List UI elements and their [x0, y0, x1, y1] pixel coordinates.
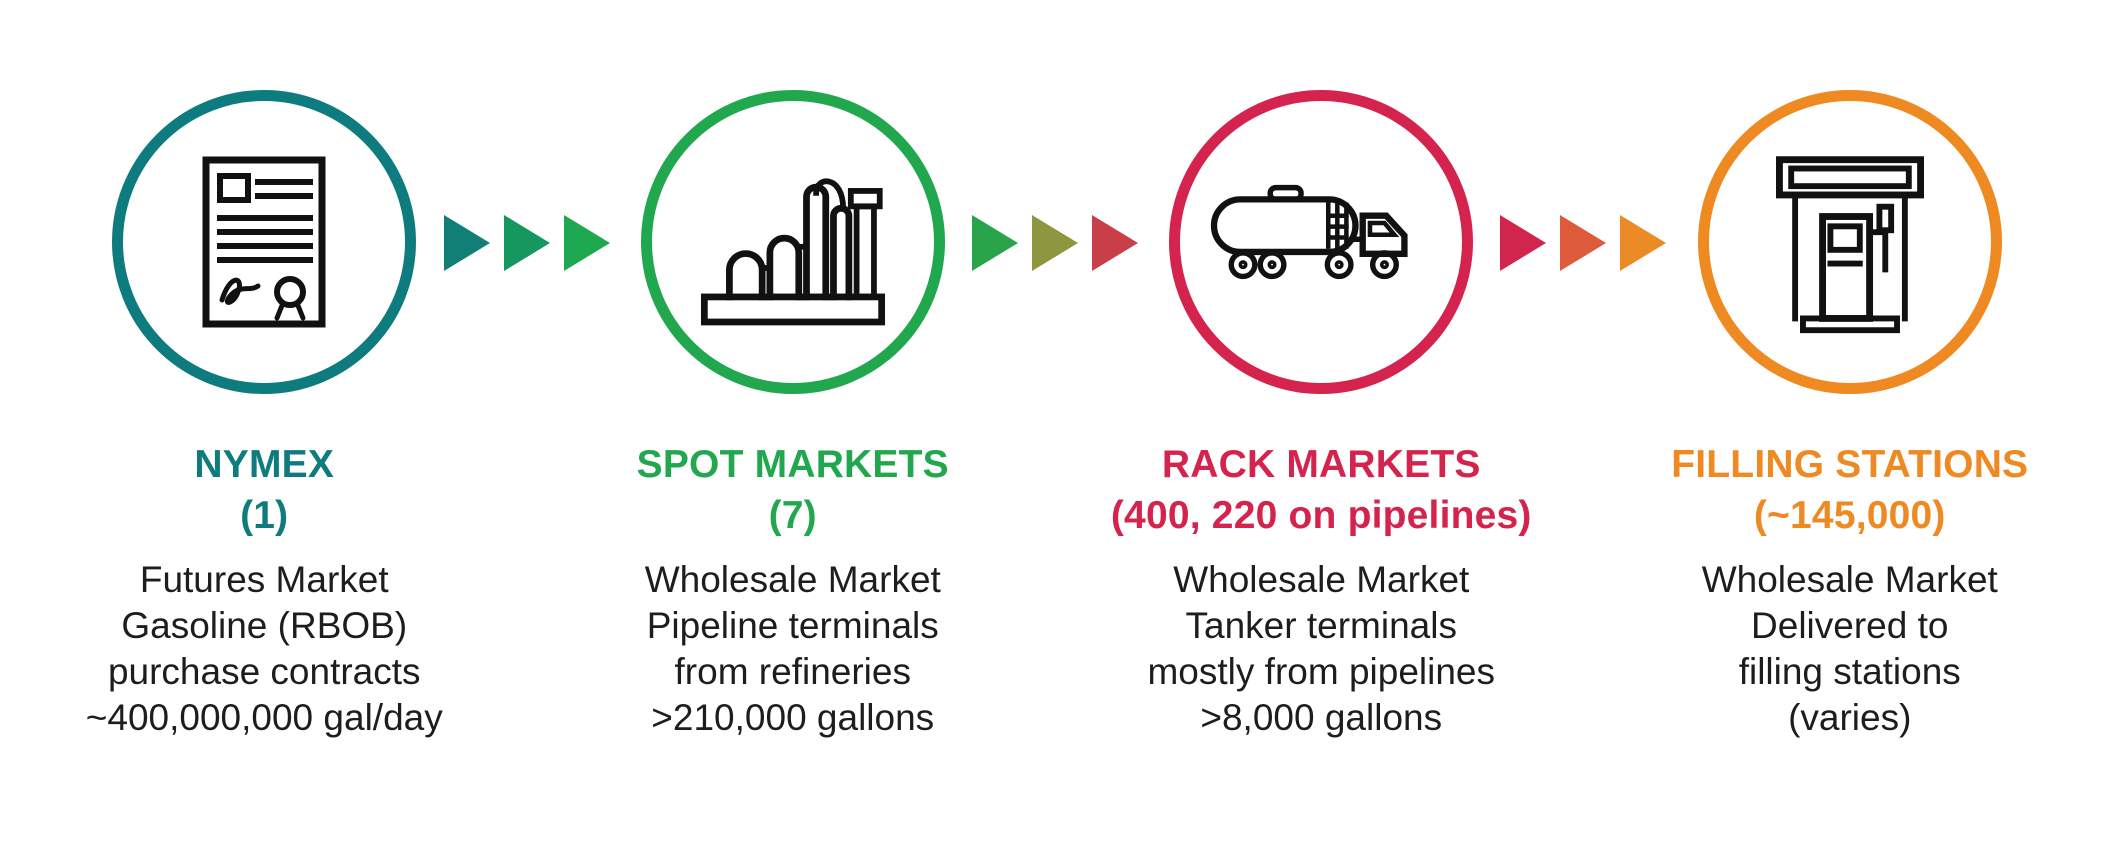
stage-line: ~400,000,000 gal/day — [85, 697, 443, 738]
arrow-triangle — [972, 215, 1018, 271]
stage-line: mostly from pipelines — [1147, 651, 1495, 693]
nymex-circle — [112, 90, 417, 394]
stage-title-block: SPOT MARKETS (7) — [637, 440, 949, 541]
arrow-triangle — [564, 215, 610, 271]
stage-line: >8,000 gallons — [1200, 697, 1443, 738]
tanker-truck-icon — [1203, 174, 1439, 310]
stage-line: >210,000 gallons — [651, 697, 935, 738]
stage-subtitle: (7) — [768, 493, 817, 537]
stage-rack-markets: RACK MARKETS (400, 220 on pipelines) Who… — [1057, 0, 1586, 866]
stage-title-block: RACK MARKETS (400, 220 on pipelines) — [1111, 440, 1532, 541]
stage-line: Delivered to — [1751, 605, 1949, 647]
stage-line: Futures Market — [139, 559, 389, 601]
arrow-triangle — [1560, 215, 1606, 271]
stage-line: (varies) — [1788, 697, 1912, 738]
flow-arrows-spot-to-rack — [972, 213, 1142, 278]
stage-line: from refineries — [674, 651, 911, 693]
stage-line: Wholesale Market — [1173, 559, 1470, 601]
stage-line: filling stations — [1738, 651, 1961, 693]
stage-line: Gasoline (RBOB) — [121, 605, 408, 647]
stage-title: SPOT MARKETS — [636, 443, 949, 486]
stage-title-block: NYMEX (1) — [194, 440, 334, 541]
contract-icon — [164, 142, 364, 342]
rack-markets-circle — [1169, 90, 1474, 394]
arrow-triangle — [444, 215, 490, 271]
arrow-triangle — [1032, 215, 1078, 271]
arrow-triangle — [1500, 215, 1546, 271]
stage-line: Pipeline terminals — [646, 605, 939, 647]
stage-title-block: FILLING STATIONS (~145,000) — [1671, 440, 2028, 541]
filling-stations-circle — [1697, 90, 2002, 394]
fuel-pump-icon — [1752, 144, 1948, 340]
stage-nymex: NYMEX (1) Futures Market Gasoline (RBOB)… — [0, 0, 529, 866]
arrow-triangle — [504, 215, 550, 271]
stage-title: FILLING STATIONS — [1671, 443, 2029, 486]
stage-line: Tanker terminals — [1185, 605, 1457, 647]
spot-markets-circle — [640, 90, 945, 394]
stage-subtitle: (400, 220 on pipelines) — [1110, 493, 1532, 537]
arrow-triangle — [1620, 215, 1666, 271]
stage-subtitle: (~145,000) — [1753, 493, 1946, 537]
flow-arrows-nymex-to-spot — [444, 213, 614, 278]
flow-arrows-rack-to-filling — [1500, 213, 1670, 278]
refinery-icon — [687, 147, 899, 337]
stage-description: Wholesale Market Tanker terminals mostly… — [1147, 557, 1495, 741]
stage-description: Wholesale Market Pipeline terminals from… — [645, 557, 941, 741]
stage-line: Wholesale Market — [644, 559, 941, 601]
stage-line: Wholesale Market — [1701, 559, 1998, 601]
stage-title: RACK MARKETS — [1161, 443, 1481, 486]
stage-line: purchase contracts — [107, 651, 421, 693]
stage-description: Wholesale Market Delivered to filling st… — [1702, 557, 1998, 741]
stage-spot-markets: SPOT MARKETS (7) Wholesale Market Pipeli… — [529, 0, 1058, 866]
stage-title: NYMEX — [194, 443, 335, 486]
stage-subtitle: (1) — [240, 493, 289, 537]
arrow-triangle — [1092, 215, 1138, 271]
stage-filling-stations: FILLING STATIONS (~145,000) Wholesale Ma… — [1586, 0, 2114, 866]
stage-description: Futures Market Gasoline (RBOB) purchase … — [86, 557, 443, 741]
